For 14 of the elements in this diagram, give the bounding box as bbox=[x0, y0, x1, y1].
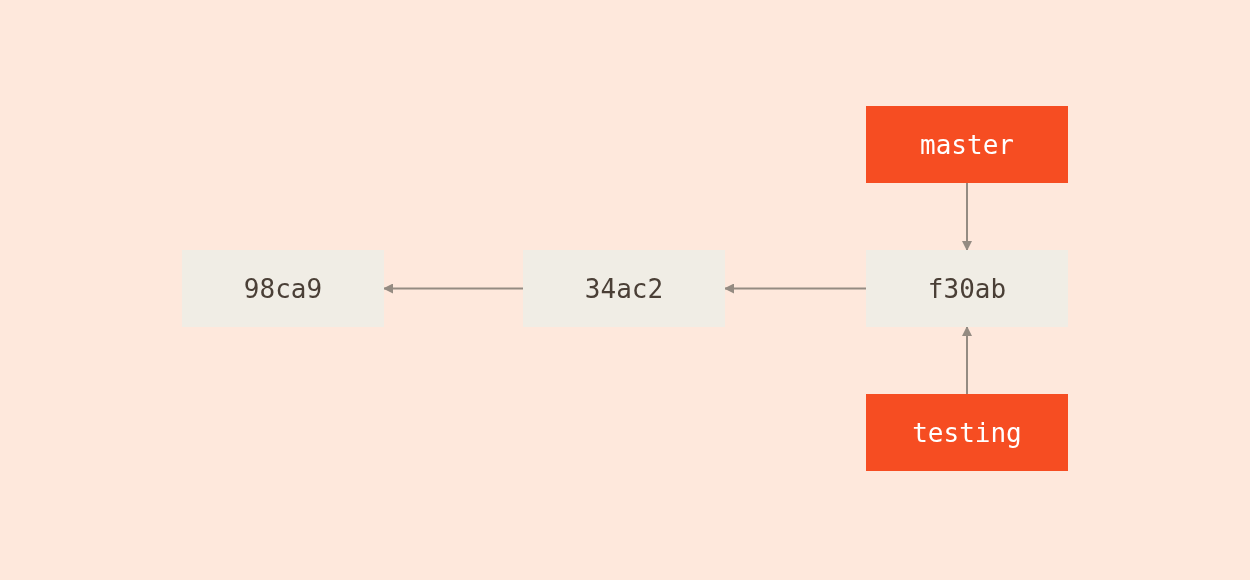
commit-hash: f30ab bbox=[927, 273, 1007, 304]
branch-pointer-box bbox=[866, 106, 1068, 183]
branch-name: master bbox=[920, 129, 1014, 160]
commit-box bbox=[866, 250, 1068, 327]
commit-box bbox=[523, 250, 725, 327]
arrow bbox=[962, 326, 972, 395]
arrow bbox=[962, 182, 972, 251]
arrow bbox=[383, 283, 524, 294]
branch-pointer-box bbox=[866, 394, 1068, 471]
arrow bbox=[724, 283, 867, 294]
commit-hash: 98ca9 bbox=[243, 273, 323, 304]
commit-box bbox=[182, 250, 384, 327]
commit-hash: 34ac2 bbox=[584, 273, 664, 304]
branch-name: testing bbox=[912, 417, 1022, 448]
